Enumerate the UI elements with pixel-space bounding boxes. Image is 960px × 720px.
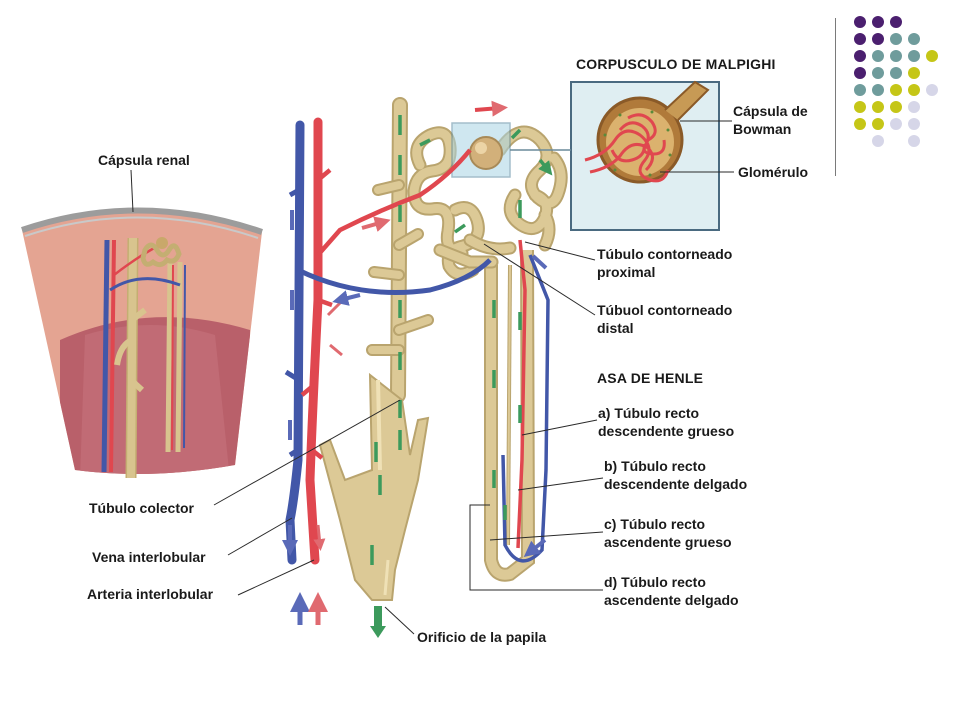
label-d-1: d) Túbulo recto [604,574,706,590]
decor-dot [854,33,866,45]
decor-dot [890,118,902,130]
label-d-2: ascendente delgado [604,592,739,608]
mini-nephron [101,237,186,479]
decor-dot [872,16,884,28]
decor-dot [854,84,866,96]
decor-dot [872,118,884,130]
label-distal-1: Túbuol contorneado [597,302,732,318]
decor-dot [926,84,938,96]
decor-dot [872,84,884,96]
decor-dot [872,135,884,147]
decor-dot [890,67,902,79]
decor-dot [908,101,920,113]
label-glomerulo: Glomérulo [738,164,808,180]
label-a-2: descendente grueso [598,423,734,439]
decor-dot-grid [852,14,942,154]
decor-vertical-line [835,18,836,176]
decor-dot [890,101,902,113]
decor-dot [908,50,920,62]
label-b-2: descendente delgado [604,476,747,492]
label-arteria-interlobular: Arteria interlobular [87,586,214,602]
label-proximal-1: Túbulo contorneado [597,246,732,262]
label-b-1: b) Túbulo recto [604,458,706,474]
label-c-2: ascendente grueso [604,534,732,550]
decor-dot [908,84,920,96]
decor-dot [854,67,866,79]
label-capsula-bowman-1: Cápsula de [733,103,808,119]
bowman-capsule-drawing [584,80,710,184]
decor-dot [872,101,884,113]
decor-dot [890,16,902,28]
decor-dot [854,101,866,113]
decor-dot [890,33,902,45]
decor-dot [926,50,938,62]
label-proximal-2: proximal [597,264,655,280]
decor-dot [854,16,866,28]
label-a-1: a) Túbulo recto [598,405,699,421]
decor-dot [908,118,920,130]
decor-dot [908,67,920,79]
decor-dot [872,67,884,79]
decor-dot [872,50,884,62]
urine-flow-arrows [370,115,548,638]
convoluted-tubules [407,100,568,281]
decor-dot [908,135,920,147]
loop-of-henle [484,239,550,582]
label-tubulo-colector: Túbulo colector [89,500,195,516]
blood-vessels [286,117,548,625]
decor-dot [908,33,920,45]
decor-dot [890,50,902,62]
decor-dot [854,50,866,62]
decor-dot [854,118,866,130]
kidney-section-wedge [21,207,263,479]
label-orificio-papila: Orificio de la papila [417,629,546,645]
decor-dot [890,84,902,96]
label-capsula-renal: Cápsula renal [98,152,190,168]
label-corpusculo-title: CORPUSCULO DE MALPIGHI [576,56,776,72]
label-asa-henle: ASA DE HENLE [597,370,703,386]
label-capsula-bowman-2: Bowman [733,121,791,137]
label-distal-2: distal [597,320,634,336]
label-c-1: c) Túbulo recto [604,516,705,532]
decor-dot [872,33,884,45]
label-vena-interlobular: Vena interlobular [92,549,206,565]
